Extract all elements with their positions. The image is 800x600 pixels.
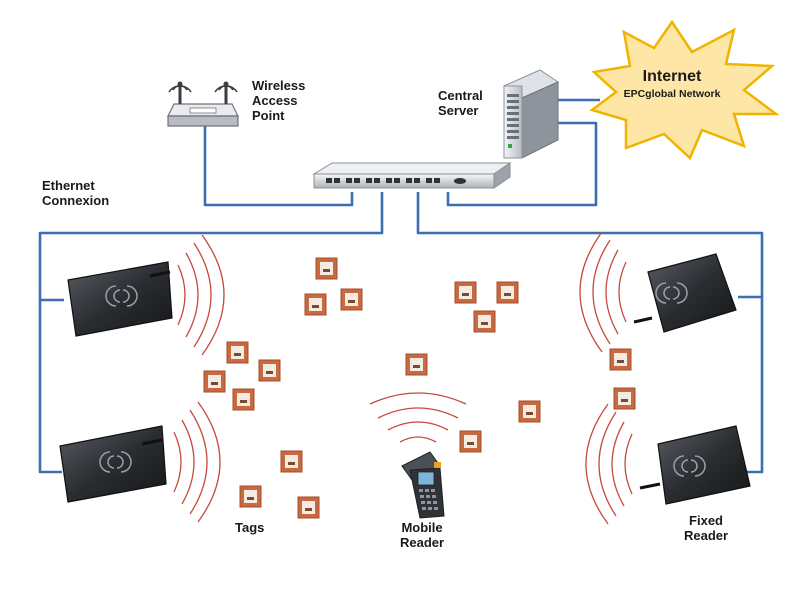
rfid-tag-icon bbox=[258, 359, 281, 382]
wave-bl-3 bbox=[189, 409, 208, 515]
wave-bl-4 bbox=[197, 401, 221, 523]
wave-bl-1 bbox=[173, 431, 182, 493]
rfid-tag-icon bbox=[280, 450, 303, 473]
cable-server bbox=[446, 121, 598, 207]
wave-tr-1 bbox=[618, 261, 627, 323]
wave-tr-2 bbox=[605, 249, 619, 335]
wave-tl-1 bbox=[177, 264, 186, 326]
label-line: Server bbox=[438, 103, 479, 118]
wave-tl-3 bbox=[193, 242, 212, 348]
handheld-scanner-icon bbox=[401, 451, 445, 519]
wave-mobile-4 bbox=[369, 392, 467, 405]
server-tower-icon bbox=[502, 69, 560, 159]
rfid-tag-icon bbox=[609, 348, 632, 371]
label-line: Wireless bbox=[252, 78, 306, 93]
rfid-tag-icon bbox=[459, 430, 482, 453]
label-line: Mobile bbox=[401, 520, 443, 535]
label-line: Fixed bbox=[689, 513, 724, 528]
rfid-tag-icon bbox=[340, 288, 363, 311]
internet-starburst-icon bbox=[589, 19, 780, 161]
wave-mobile-3 bbox=[377, 407, 459, 419]
wave-tr-4 bbox=[579, 231, 603, 353]
label-line: Reader bbox=[400, 535, 445, 550]
cable-left-trunk bbox=[38, 192, 384, 474]
label-line: Point bbox=[252, 108, 285, 123]
wave-mobile-1 bbox=[399, 436, 437, 443]
fixed-reader-bottom-right bbox=[639, 425, 751, 505]
central-server-label: Central Server bbox=[438, 88, 483, 118]
internet-subtitle: EPCglobal Network bbox=[623, 88, 721, 100]
wave-br-3 bbox=[598, 411, 617, 517]
wave-tl-4 bbox=[201, 234, 225, 356]
wave-br-2 bbox=[611, 421, 625, 507]
fixed-reader-top-right bbox=[633, 253, 737, 333]
rfid-tag-icon bbox=[232, 388, 255, 411]
wave-br-1 bbox=[624, 433, 633, 495]
mobile-reader-label: Mobile Reader bbox=[400, 520, 444, 550]
label-line: Access bbox=[252, 93, 298, 108]
rfid-tag-icon bbox=[454, 281, 477, 304]
internet-title: Internet bbox=[642, 68, 702, 85]
label-line: Reader bbox=[684, 528, 729, 543]
wave-tr-3 bbox=[592, 239, 611, 345]
fixed-reader-bottom-left bbox=[59, 425, 167, 503]
wave-mobile-2 bbox=[387, 421, 449, 431]
rfid-tag-icon bbox=[226, 341, 249, 364]
rfid-tag-icon bbox=[315, 257, 338, 280]
rfid-tag-icon bbox=[297, 496, 320, 519]
rfid-tag-icon bbox=[496, 281, 519, 304]
rfid-tag-icon bbox=[518, 400, 541, 423]
rfid-tag-icon bbox=[473, 310, 496, 333]
network-switch-icon bbox=[312, 162, 512, 189]
ethernet-connexion-label: Ethernet Connexion bbox=[42, 178, 109, 208]
rfid-tag-icon bbox=[405, 353, 428, 376]
fixed-reader-top-left bbox=[67, 261, 173, 337]
rfid-tag-icon bbox=[239, 485, 262, 508]
cable-access-point bbox=[203, 120, 354, 207]
label-line: Connexion bbox=[42, 193, 110, 208]
wave-br-4 bbox=[585, 403, 609, 525]
ethernet-cables bbox=[38, 98, 764, 474]
fixed-reader-label: Fixed Reader bbox=[684, 513, 728, 543]
cable-right-trunk bbox=[416, 192, 764, 474]
rfid-tags bbox=[203, 257, 636, 519]
rfid-tag-icon bbox=[304, 293, 327, 316]
wave-tl-2 bbox=[185, 252, 199, 338]
label-line: Central bbox=[438, 88, 483, 103]
wireless-router-icon bbox=[167, 81, 239, 127]
wireless-access-point-label: Wireless Access Point bbox=[252, 78, 305, 123]
wave-bl-2 bbox=[181, 419, 195, 505]
rf-waves bbox=[173, 231, 633, 525]
rfid-tag-icon bbox=[613, 387, 636, 410]
rfid-tag-icon bbox=[203, 370, 226, 393]
label-line: Ethernet bbox=[42, 178, 95, 193]
tags-label: Tags bbox=[235, 520, 265, 535]
